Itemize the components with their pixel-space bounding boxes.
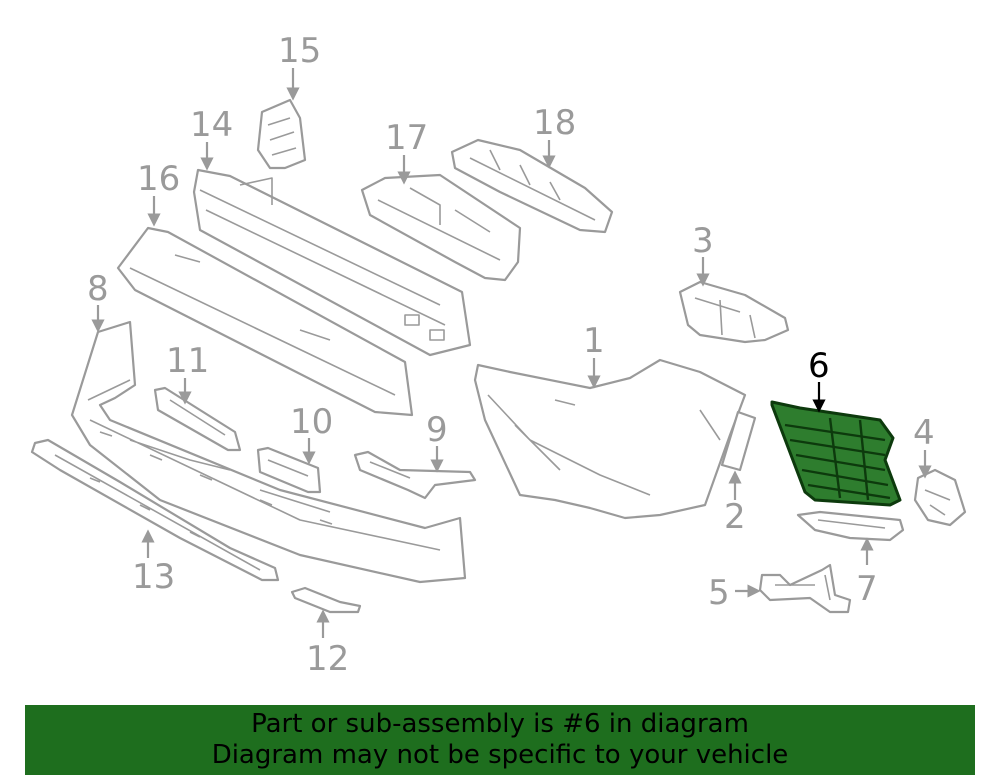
part-10-bracket [256,446,322,494]
part-7-trim [796,510,905,542]
part-2-strip [720,410,757,472]
part-11-bracket [153,386,242,452]
callout-13[interactable]: 13 [132,557,175,597]
parts-diagram: 15 14 16 17 18 3 1 2 [30,31,967,679]
callout-17[interactable]: 17 [385,118,428,158]
banner-line-1: Part or sub-assembly is #6 in diagram [251,709,749,739]
part-8-lower-bumper [70,320,467,584]
callout-5[interactable]: 5 [708,573,730,613]
callout-9[interactable]: 9 [426,410,448,450]
part-14-reinforcement [192,168,472,357]
callout-10[interactable]: 10 [290,402,333,442]
part-18-bracket [450,138,614,234]
part-12-clip [290,586,362,614]
callout-2[interactable]: 2 [724,497,746,537]
callout-12[interactable]: 12 [306,639,349,679]
callout-4[interactable]: 4 [913,413,935,453]
callout-11[interactable]: 11 [166,341,209,381]
part-3-bracket [678,280,790,344]
part-6-grille[interactable] [770,400,902,507]
part-16-absorber [116,226,414,417]
callout-14[interactable]: 14 [190,105,233,145]
callout-3[interactable]: 3 [692,221,714,261]
part-5-bracket [758,563,852,614]
callout-16[interactable]: 16 [137,159,180,199]
callout-7[interactable]: 7 [856,569,878,609]
callout-15[interactable]: 15 [278,31,321,71]
part-15-bracket [256,98,307,170]
callout-8[interactable]: 8 [87,269,109,309]
callout-18[interactable]: 18 [533,103,576,143]
banner-line-2: Diagram may not be specific to your vehi… [211,740,789,770]
part-1-bumper-cover [473,358,747,520]
part-4-bracket [913,468,967,527]
info-banner: Part or sub-assembly is #6 in diagram Di… [25,705,975,775]
part-13-lower-strip [30,438,280,582]
callout-1[interactable]: 1 [583,321,605,361]
part-9-bracket [353,450,477,500]
callout-6[interactable]: 6 [808,346,830,386]
part-17-bracket [360,173,522,282]
